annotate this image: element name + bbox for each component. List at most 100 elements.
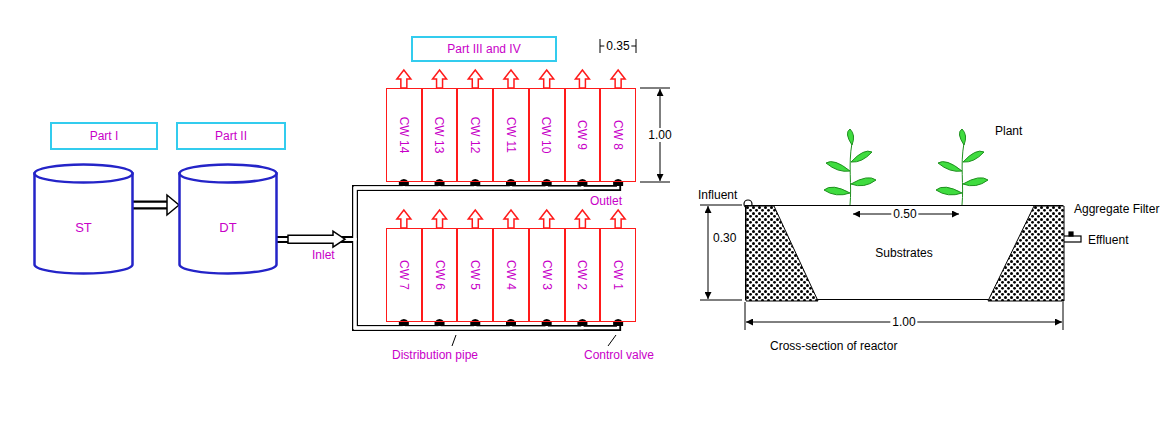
effluent-label: Effluent: [1088, 233, 1128, 247]
outlet-arrow: [611, 70, 625, 88]
pipe-bore: [277, 182, 404, 239]
arrow-head: [167, 195, 179, 215]
aggregate-filter: [746, 206, 818, 301]
cylinder-body: [35, 174, 133, 274]
pipe-connector: [277, 239, 618, 328]
pipe-bore: [277, 182, 547, 239]
cylinder-top: [180, 165, 277, 183]
node-text: CW 14: [397, 117, 411, 154]
cylinder-top: [35, 165, 133, 183]
control-valve: [435, 179, 445, 186]
node-text: Part III and IV: [447, 42, 520, 56]
outlet-label: Outlet: [590, 194, 622, 208]
wetland-cell: CW 7: [386, 228, 422, 322]
node-text: CW 7: [397, 260, 411, 290]
control-valve: [506, 179, 516, 186]
pipe-bore: [277, 182, 582, 239]
dimension-label: 0.35: [604, 39, 631, 53]
pipe-label: Distribution pipe: [392, 348, 478, 362]
wetland-cell: CW 9: [565, 88, 601, 182]
pipe-bore: [133, 203, 168, 208]
outlet-arrow: [504, 210, 518, 228]
leader-line: [608, 335, 616, 346]
control-valve: [542, 319, 552, 326]
dimension-line: [745, 302, 1063, 330]
pipe-bore: [277, 239, 475, 328]
node-text: Part I: [90, 129, 119, 143]
pipe-bore: [277, 239, 404, 328]
influent-label: Influent: [698, 188, 737, 202]
outlet-arrow: [540, 70, 554, 88]
inlet-arrow: [288, 231, 345, 247]
pipe-bore: [277, 239, 582, 328]
pipe-bore: [277, 239, 440, 328]
valve-label: Control valve: [584, 348, 654, 362]
pipe-connector: [277, 239, 475, 328]
wetland-cell: CW 13: [422, 88, 458, 182]
dimension-label: 0.30: [713, 231, 736, 245]
effluent-pipe: [1063, 232, 1081, 242]
dimension-line: [600, 39, 636, 53]
pipe-label: Inlet: [312, 248, 335, 262]
plant-drawing: [936, 129, 988, 205]
control-valve: [470, 319, 480, 326]
control-valve: [399, 179, 409, 186]
outlet-arrow: [504, 70, 518, 88]
outlet-arrow: [433, 210, 447, 228]
node-text: CW 11: [504, 117, 518, 153]
node-text: CW 4: [504, 260, 518, 290]
node-text: CW 12: [468, 117, 482, 154]
node-text: CW 2: [575, 260, 589, 290]
wetland-cell: CW 10: [529, 88, 565, 182]
node-text: CW 6: [433, 260, 447, 290]
part-label-box: Part II: [176, 122, 286, 150]
pipe-bore: [277, 182, 440, 239]
outlet-arrow: [468, 70, 482, 88]
outlet-arrow: [611, 210, 625, 228]
control-valve: [577, 319, 587, 326]
node-text: Part II: [215, 129, 247, 143]
outlet-arrow: [397, 70, 411, 88]
node-text: CW 1: [611, 260, 625, 290]
control-valve: [399, 319, 409, 326]
wetland-cell: CW 1: [600, 228, 636, 322]
node-text: DT: [219, 221, 236, 235]
outlet-arrow: [397, 210, 411, 228]
pipe-connector: [133, 201, 168, 210]
node-text: CW 3: [540, 260, 554, 290]
node-text: CW 13: [433, 117, 447, 154]
wetland-cell: CW 4: [493, 228, 529, 322]
cylinder-body: [180, 174, 277, 274]
outlet-arrow: [540, 210, 554, 228]
control-valve: [506, 319, 516, 326]
pipe-bore: [277, 239, 618, 328]
control-valve: [613, 179, 623, 186]
leader-line: [452, 335, 456, 346]
node-text: ST: [75, 221, 92, 235]
pipe-connector: [277, 239, 547, 328]
wetland-cell: CW 12: [457, 88, 493, 182]
node-text: CW 9: [575, 120, 589, 150]
dimension-line: [700, 205, 742, 300]
outlet-arrow: [468, 210, 482, 228]
control-valve: [542, 179, 552, 186]
pipe-connector: [277, 182, 618, 239]
plant-label: Plant: [995, 124, 1022, 138]
wetland-cell: CW 5: [457, 228, 493, 322]
node-text: Substrates: [875, 246, 932, 260]
caption-label: Cross-section of reactor: [770, 339, 897, 353]
pipe-bore: [277, 239, 547, 328]
pipe-bore: [277, 239, 511, 328]
wetland-cell: CW 3: [529, 228, 565, 322]
dimension-label: 1.00: [646, 128, 673, 142]
dimension-label: 1.00: [890, 315, 917, 329]
node-text: CW 10: [540, 117, 554, 154]
dimension-label: 0.50: [891, 207, 918, 221]
pipe-bore: [277, 182, 511, 239]
outlet-arrow: [433, 70, 447, 88]
cylinder-outline: [178, 163, 278, 275]
part-label-box: Part I: [50, 122, 158, 150]
wetland-cell: CW 11: [493, 88, 529, 182]
control-valve: [435, 319, 445, 326]
pipe-connector: [277, 239, 582, 328]
